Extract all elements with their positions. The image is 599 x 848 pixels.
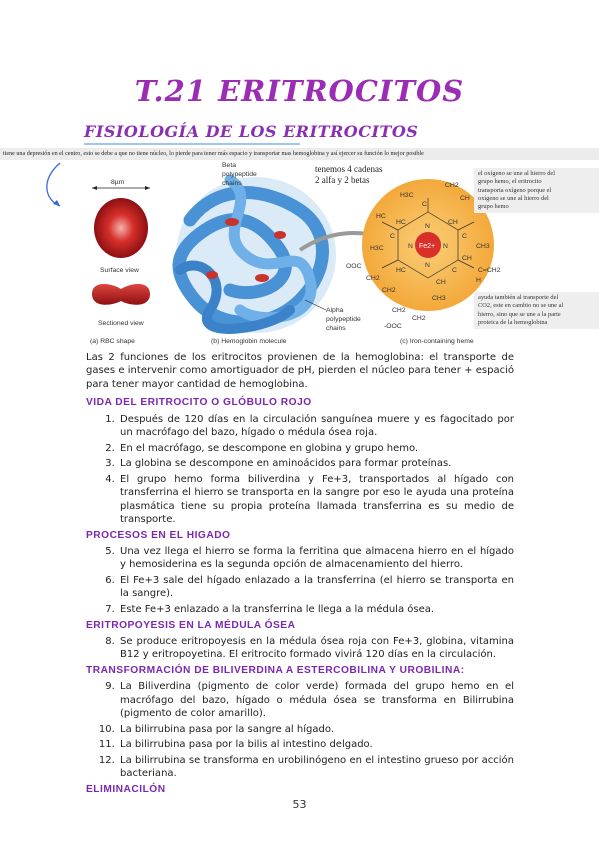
heme-label: CH <box>436 279 446 286</box>
list-item: El Fe+3 sale del hígado enlazado a la tr… <box>118 574 514 601</box>
note-line: grupo hemo <box>478 203 509 211</box>
section-heading-biliverdina: TRANSFORMACIÓN DE BILIVERDINA A ESTERCOB… <box>86 665 465 677</box>
section-heading-eritropoyesis: ERITROPOYESIS EN LA MÉDULA ÓSEA <box>86 619 296 631</box>
heme-label: N <box>443 243 448 250</box>
subtitle-underline <box>84 143 300 145</box>
iron-label: Fe2+ <box>419 243 435 250</box>
heme-label: C <box>422 201 427 208</box>
heme-label: CH2 <box>382 287 396 294</box>
section-heading-higado: PROCESOS EN EL HIGADO <box>86 529 231 541</box>
note-line: grupo hemo, el eritrocito <box>478 178 542 186</box>
rbc-hemoglobin-figure: 8µm Surface view Sectioned view (a) RBC … <box>0 160 599 350</box>
dimension-label: 8µm <box>111 179 125 186</box>
note-line: el oxígeno se une al hierro del <box>478 170 556 177</box>
intro-paragraph: Las 2 funciones de los eritrocitos provi… <box>86 352 514 390</box>
heme-label: CH <box>460 195 470 202</box>
list-item: Este Fe+3 enlazado a la transferrina le … <box>118 603 514 616</box>
top-annotation-strip: tiene una depresión en el centro, esto s… <box>0 148 599 160</box>
list-item: La bilirrubina pasa por la bilis al inte… <box>118 738 514 751</box>
chains-note: tenemos 4 cadenas 2 alfa y 2 betas <box>315 164 385 185</box>
section-heading-vida: VIDA DEL ERITROCITO O GLÓBULO ROJO <box>86 397 312 409</box>
surface-view-label: Surface view <box>100 267 139 274</box>
list-item: Después de 120 días en la circulación sa… <box>118 413 514 440</box>
heme-label: C <box>390 233 395 240</box>
vida-list: Después de 120 días en la circulación sa… <box>86 413 514 527</box>
list-item: Una vez llega el hierro se forma la ferr… <box>118 545 514 572</box>
heme-label: C <box>452 267 457 274</box>
list-item: La bilirrubina pasa por la sangre al híg… <box>118 723 514 736</box>
heme-label: N <box>408 243 413 250</box>
sectioned-view-label: Sectioned view <box>98 320 144 327</box>
caption-heme: (c) Iron-containing heme <box>400 338 474 345</box>
rbc-surface-icon <box>94 198 148 258</box>
heme-label: C=CH2 <box>478 267 501 274</box>
heme-label: HC <box>396 219 406 226</box>
heme-label: CH3 <box>432 295 446 302</box>
list-item: Se produce eritropoyesis en la médula ós… <box>118 635 514 662</box>
page-title: T.21 ERITROCITOS <box>134 74 465 108</box>
note-line: oxígeno se une al hierro del <box>478 194 549 202</box>
heme-label: HC <box>376 213 386 220</box>
heme-label: -OOC <box>384 323 402 330</box>
caption-hemoglobin: (b) Hemoglobin molecule <box>211 338 287 345</box>
eritropoyesis-list: Se produce eritropoyesis en la médula ós… <box>86 635 514 662</box>
heme-label: H <box>476 277 481 284</box>
pointer-arrow <box>46 162 61 207</box>
heme-label: N <box>425 223 430 230</box>
caption-rbc: (a) RBC shape <box>90 338 135 345</box>
page-number: 53 <box>292 798 307 811</box>
heme-label: CH <box>448 219 458 226</box>
heme-label: HC <box>396 267 406 274</box>
rbc-section-icon <box>92 283 150 305</box>
beta-chains-label: Beta polypeptide chains <box>222 162 259 187</box>
heme-label: CH3 <box>476 243 490 250</box>
list-item: En el macrófago, se descompone en globin… <box>118 442 514 455</box>
hemoglobin-molecule-icon <box>172 174 336 334</box>
biliverdina-list: La Biliverdina (pigmento de color verde)… <box>86 680 514 780</box>
heme-label: CH2 <box>445 182 459 189</box>
heme-label: CH <box>462 255 472 262</box>
note-line: hierro, sino que se une a la parte <box>478 310 561 318</box>
note-line: proteica de la hemoglobina <box>478 318 548 326</box>
iron-atom-icon <box>415 232 441 258</box>
list-item: La Biliverdina (pigmento de color verde)… <box>118 680 514 720</box>
list-item: La bilirrubina se transforma en urobilin… <box>118 754 514 781</box>
figure-illustration: 8µm Surface view Sectioned view (a) RBC … <box>46 162 501 345</box>
list-item: La globina se descompone en aminoácidos … <box>118 457 514 470</box>
note-line: ayuda también al transporte del <box>478 294 559 301</box>
heme-label: N <box>425 262 430 269</box>
list-item: El grupo hemo forma biliverdina y Fe+3, … <box>118 473 514 527</box>
heme-label: H3C <box>370 245 384 252</box>
note-line: CO2, este en cambio no se une al <box>478 302 564 310</box>
heme-label: C <box>462 233 467 240</box>
oxygen-note: el oxígeno se une al hierro del grupo he… <box>474 168 599 214</box>
heme-label: CH2 <box>366 275 380 282</box>
alpha-chains-label: Alpha polypeptide chains <box>326 307 363 332</box>
section-subtitle: FISIOLOGÍA DE LOS ERITROCITOS <box>84 122 419 141</box>
heme-label: CH2 <box>392 307 406 314</box>
co2-note: ayuda también al transporte del CO2, est… <box>474 292 599 330</box>
heme-label: OOC <box>346 263 362 270</box>
heme-label: H3C <box>400 192 414 199</box>
section-heading-eliminacion: ELIMINACILÓN <box>86 784 166 796</box>
main-content: Las 2 funciones de los eritrocitos provi… <box>86 351 514 799</box>
higado-list: Una vez llega el hierro se forma la ferr… <box>86 545 514 616</box>
note-line: transporta oxígeno porque el <box>478 186 552 194</box>
heme-label: CH2 <box>412 315 426 322</box>
